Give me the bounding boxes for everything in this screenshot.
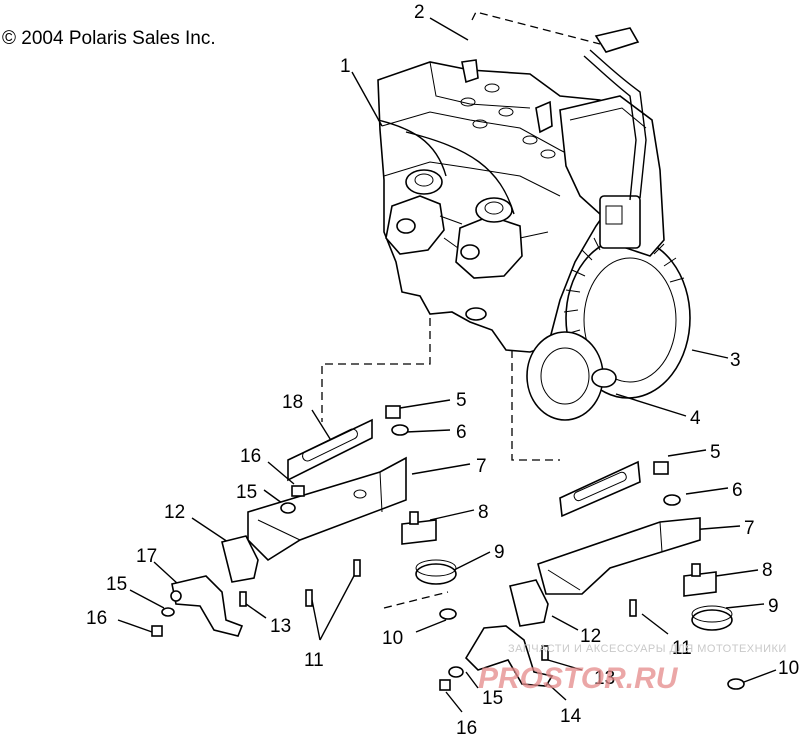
callout-2: 2 [414,2,425,23]
watermark: ЗАПЧАСТИ И АКСЕССУАРЫ ДЛЯ МОТОТЕХНИКИ PR… [478,643,787,695]
callout-15-upper: 15 [236,482,257,503]
callout-7-right: 7 [744,518,755,539]
callout-16-upper: 16 [240,446,261,467]
callout-7-left: 7 [476,456,487,477]
callout-17: 17 [136,546,157,567]
right-mount-group [439,460,745,691]
callout-10-left: 10 [382,628,403,649]
assembly-lines [321,11,601,609]
callout-9-left: 9 [494,542,505,563]
callout-14: 14 [560,706,582,727]
callout-12-right: 12 [580,626,601,647]
callout-9-right: 9 [768,596,779,617]
left-mount-group [151,405,457,637]
callout-16-lower-right: 16 [456,718,477,736]
callout-11-left: 11 [304,650,324,671]
callout-15-lower-right: 15 [482,688,503,709]
callout-13-left: 13 [270,616,291,637]
watermark-tagline: ЗАПЧАСТИ И АКСЕССУАРЫ ДЛЯ МОТОТЕХНИКИ [508,643,787,655]
callout-16-lower-left: 16 [86,608,107,629]
copyright-text: © 2004 Polaris Sales Inc. [2,28,216,49]
callout-5-right: 5 [710,442,721,463]
callout-13-right: 13 [594,668,615,689]
callout-8-right: 8 [762,560,773,581]
callout-11-right: 11 [672,638,692,659]
callout-labels: 1 2 3 4 5 5 6 6 7 7 8 8 9 9 10 10 11 11 … [86,2,799,739]
callout-8-left: 8 [478,502,489,523]
callout-3: 3 [730,350,741,371]
callout-10-right: 10 [778,658,799,679]
engine-assembly [377,27,691,421]
callout-6-right: 6 [732,480,743,501]
callout-1: 1 [340,56,351,77]
callout-5-left: 5 [456,390,467,411]
callout-18: 18 [282,392,303,413]
watermark-brand: PROSTOR.RU [478,662,679,695]
callout-15-lower-left: 15 [106,574,127,595]
callout-6-left: 6 [456,422,467,443]
callout-12-left: 12 [164,502,185,523]
callout-4: 4 [690,408,701,429]
